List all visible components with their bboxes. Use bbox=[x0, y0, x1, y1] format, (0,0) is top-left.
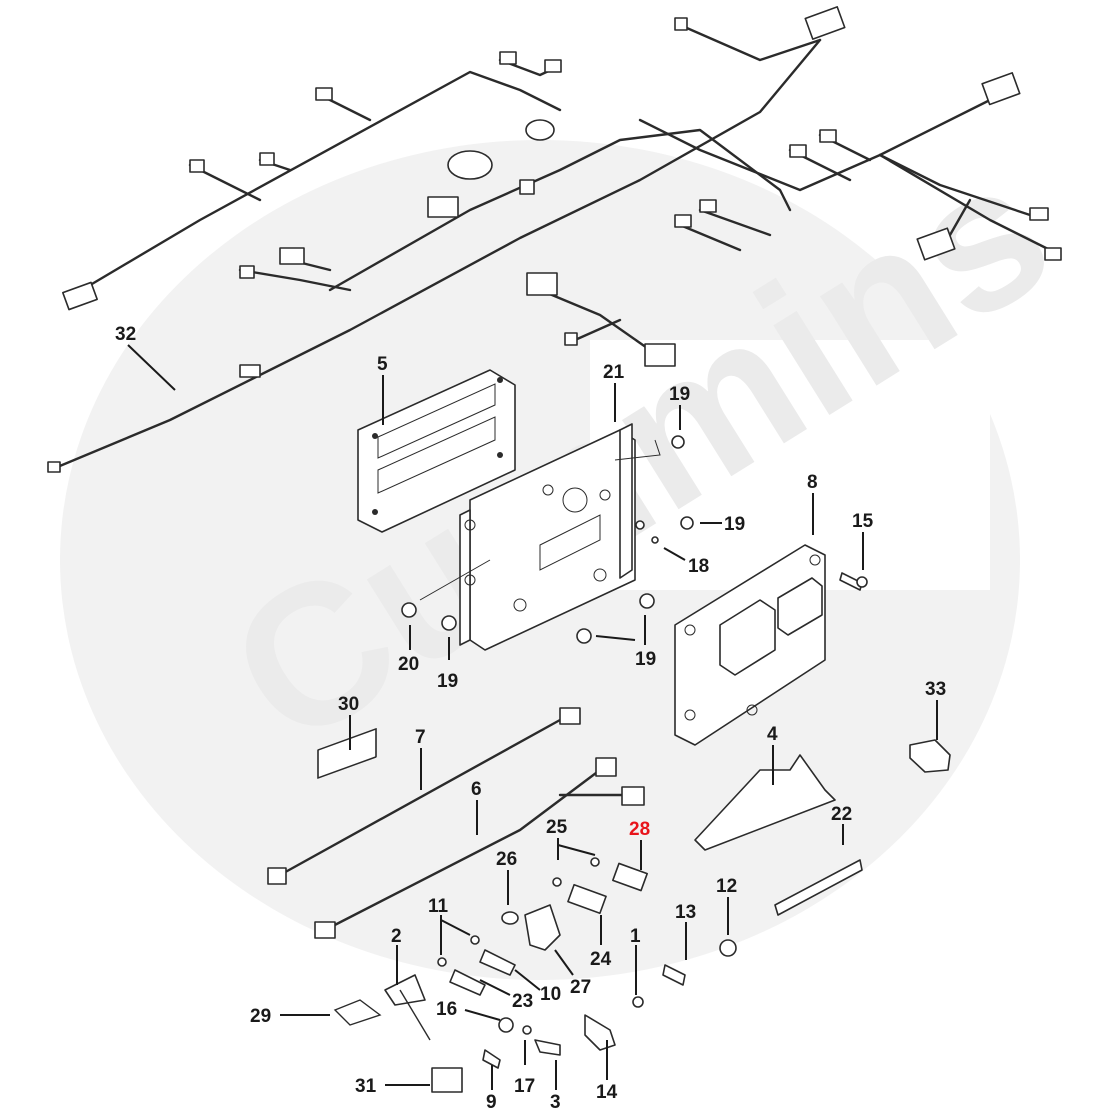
callout-13: 13 bbox=[675, 902, 696, 923]
label-30 bbox=[317, 728, 377, 779]
callout-8: 8 bbox=[807, 472, 818, 493]
callout-25: 25 bbox=[546, 817, 568, 838]
callout-3: 3 bbox=[550, 1092, 561, 1113]
callout-24: 24 bbox=[590, 949, 612, 970]
clip-22 bbox=[774, 859, 863, 916]
callout-21: 21 bbox=[603, 362, 625, 383]
harness-6 bbox=[314, 757, 645, 939]
harness-7 bbox=[267, 707, 581, 885]
gasket bbox=[357, 369, 516, 533]
callout-29: 29 bbox=[250, 1006, 271, 1027]
callout-5: 5 bbox=[377, 354, 388, 375]
callout-26: 26 bbox=[496, 849, 517, 870]
callout-2: 2 bbox=[391, 926, 402, 947]
callout-12: 12 bbox=[716, 876, 737, 897]
callout-labels: 32 5 21 19 19 18 8 15 20 19 19 33 30 7 4… bbox=[115, 324, 946, 1113]
callout-16: 16 bbox=[436, 999, 457, 1020]
callout-leaders bbox=[127, 344, 938, 1090]
callout-7: 7 bbox=[415, 727, 426, 748]
callout-27: 27 bbox=[570, 977, 591, 998]
callout-17: 17 bbox=[514, 1076, 535, 1097]
callout-6: 6 bbox=[471, 779, 482, 800]
callout-19: 19 bbox=[669, 384, 690, 405]
callout-10: 10 bbox=[540, 984, 561, 1005]
main-wiring-harness bbox=[47, 6, 1062, 473]
callout-32: 32 bbox=[115, 324, 136, 345]
callout-15: 15 bbox=[852, 511, 874, 532]
callout-19: 19 bbox=[724, 514, 745, 535]
callout-33: 33 bbox=[925, 679, 946, 700]
callout-14: 14 bbox=[596, 1082, 618, 1103]
bracket bbox=[694, 754, 836, 851]
callout-20: 20 bbox=[398, 654, 419, 675]
callout-9: 9 bbox=[486, 1092, 497, 1113]
callout-1: 1 bbox=[630, 926, 641, 947]
callout-4: 4 bbox=[767, 724, 778, 745]
fasteners bbox=[401, 435, 868, 644]
callout-22: 22 bbox=[831, 804, 852, 825]
callout-23: 23 bbox=[512, 991, 533, 1012]
ecm bbox=[674, 544, 826, 746]
callout-28: 28 bbox=[629, 819, 650, 840]
callout-19: 19 bbox=[437, 671, 458, 692]
callout-11: 11 bbox=[428, 896, 449, 917]
callout-31: 31 bbox=[355, 1076, 377, 1097]
connector-33 bbox=[909, 739, 951, 773]
callout-19: 19 bbox=[635, 649, 656, 670]
mounting-plate bbox=[459, 423, 636, 651]
callout-18: 18 bbox=[688, 556, 709, 577]
sensor-parts bbox=[333, 857, 737, 1093]
callout-30: 30 bbox=[338, 694, 359, 715]
